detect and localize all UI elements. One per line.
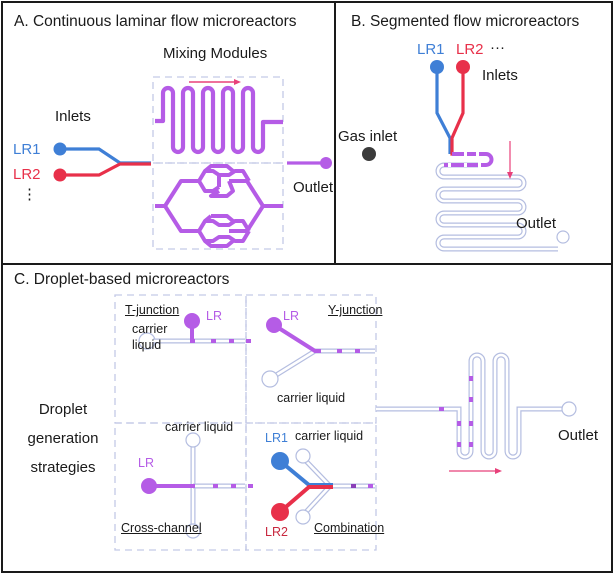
droplets	[211, 339, 251, 343]
y-junction-title: Y-junction	[328, 303, 383, 317]
lr1-label: LR1	[13, 141, 41, 158]
outlet-port	[561, 401, 577, 417]
droplets	[337, 349, 360, 353]
lr2-channel	[450, 67, 486, 156]
inlets-label: Inlets	[55, 108, 91, 125]
outlet-label: Outlet	[558, 427, 599, 444]
gas-bubbles	[448, 152, 481, 167]
lr2-channel	[278, 485, 333, 514]
y-junction-carrier-label: carrier liquid	[277, 391, 346, 405]
outlet-label: Outlet	[293, 179, 334, 196]
carrier-inlet-port-top	[295, 448, 311, 464]
lr1-inlet-channel	[60, 147, 151, 165]
droplets	[439, 376, 473, 447]
combination-title: Combination	[314, 521, 385, 535]
combination-lr2-label: LR2	[265, 525, 288, 539]
serpentine-mixer-channel	[155, 85, 283, 155]
lr-inlet-port	[184, 313, 200, 329]
outlet-port	[556, 230, 570, 244]
panel-a-continuous-laminar-flow: A. Continuous laminar flow microreactors…	[1, 1, 336, 265]
combination-carrier-label: carrier liquid	[295, 429, 364, 443]
outlet-label: Outlet	[516, 215, 557, 232]
t-junction-lr-label: LR	[206, 309, 222, 323]
arrow-head-icon	[507, 172, 513, 179]
strategy-grid	[114, 294, 377, 551]
carrier-inlet-port-bottom	[185, 523, 201, 539]
strategies-label-line-3: strategies	[30, 459, 96, 476]
strategies-label-line-2: generation	[27, 430, 99, 447]
panel-a-diagram	[53, 76, 332, 250]
gas-inlet-label: Gas inlet	[338, 128, 398, 145]
lr2-label: LR2	[456, 41, 484, 58]
droplet-generation-strategies-label: Droplet generation strategies	[23, 395, 103, 482]
cross-channel-carrier-label: carrier liquid	[165, 420, 234, 434]
droplets	[213, 484, 253, 488]
t-junction-title: T-junction	[125, 303, 180, 317]
carrier-inlet-port-top	[185, 432, 201, 448]
lr-channel	[272, 323, 321, 353]
strategies-label-line-1: Droplet	[38, 401, 88, 418]
lr-channel	[190, 325, 195, 343]
panel-c-diagram	[114, 294, 577, 551]
carrier-label-line-2: liquid	[132, 338, 162, 352]
arrow-head-icon	[234, 79, 241, 85]
panel-c-title: C. Droplet-based microreactors	[14, 271, 230, 288]
panel-c-droplet-based: C. Droplet-based microreactors Droplet g…	[1, 263, 613, 573]
carrier-inlet-port-bottom	[295, 509, 311, 525]
more-inlets-ellipsis: ⋮	[22, 186, 37, 203]
gas-inlet-port	[362, 147, 376, 161]
lr1-channel	[435, 67, 452, 154]
lr1-label: LR1	[417, 41, 445, 58]
cross-channel-device	[141, 432, 253, 539]
split-recombine-mixer-channel	[155, 164, 283, 248]
carrier-inlet-port	[261, 370, 279, 388]
panel-b-title: B. Segmented flow microreactors	[351, 13, 580, 30]
lr2-label: LR2	[13, 166, 41, 183]
t-junction-device	[138, 313, 251, 350]
segmented-flow-loop	[444, 152, 494, 167]
cross-channel-lr-label: LR	[138, 456, 154, 470]
y-junction-lr-label: LR	[283, 309, 299, 323]
carrier-label-line-1: carrier	[132, 322, 168, 336]
inlets-label: Inlets	[482, 67, 518, 84]
panel-b-diagram	[362, 60, 570, 252]
arrow-head-icon	[495, 468, 502, 474]
y-junction-device	[261, 317, 375, 388]
outlet-serpentine	[376, 352, 577, 474]
combination-device	[271, 448, 375, 525]
droplets	[351, 484, 373, 488]
outlet-port	[320, 157, 332, 169]
t-junction-carrier-label: carrier liquid	[132, 321, 167, 353]
combination-lr1-label: LR1	[265, 431, 288, 445]
serpentine-channel-lumen	[436, 163, 558, 251]
more-inlets-ellipsis: ···	[490, 39, 505, 56]
lr2-inlet-channel	[60, 162, 151, 177]
panel-b-segmented-flow: B. Segmented flow microreactors LR1 LR2 …	[334, 1, 613, 265]
panel-a-title: A. Continuous laminar flow microreactors	[14, 13, 297, 30]
cross-channel-title: Cross-channel	[121, 521, 202, 535]
mixing-modules-label: Mixing Modules	[163, 45, 268, 62]
